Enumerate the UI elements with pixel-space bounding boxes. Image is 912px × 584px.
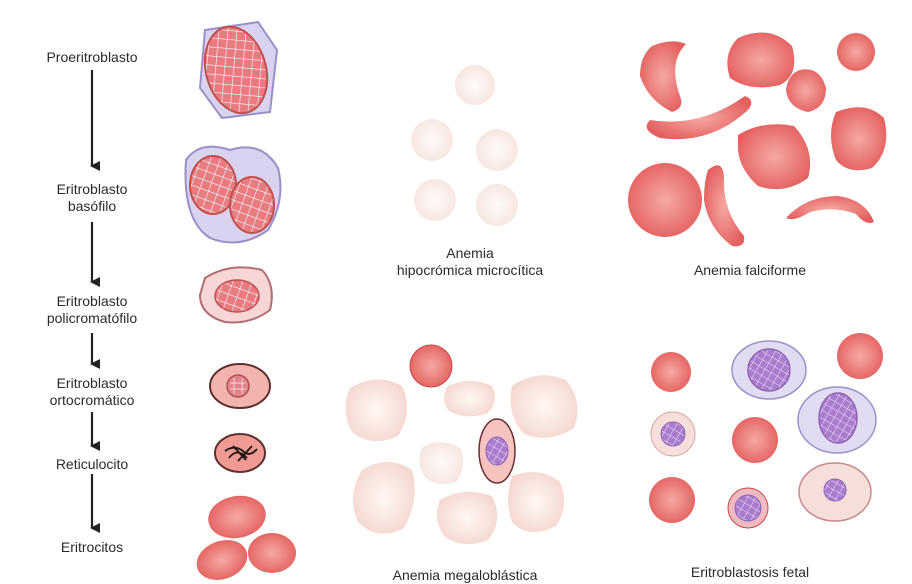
cell-proeritroblasto [196, 20, 277, 121]
cell-eritrocitos [191, 491, 296, 583]
cell-eritroblasto-basofilo [186, 147, 281, 243]
cell-reticulocito [215, 434, 265, 472]
cells-anemia-falciforme [628, 33, 886, 247]
cells-anemia-megaloblastica [345, 345, 577, 544]
cell-eritroblasto-ortocromatico [210, 364, 270, 408]
cells-anemia-hipocromica [411, 65, 518, 226]
cell-eritroblasto-policromatofilo [200, 267, 272, 322]
cells-eritroblastosis-fetal [649, 333, 883, 528]
